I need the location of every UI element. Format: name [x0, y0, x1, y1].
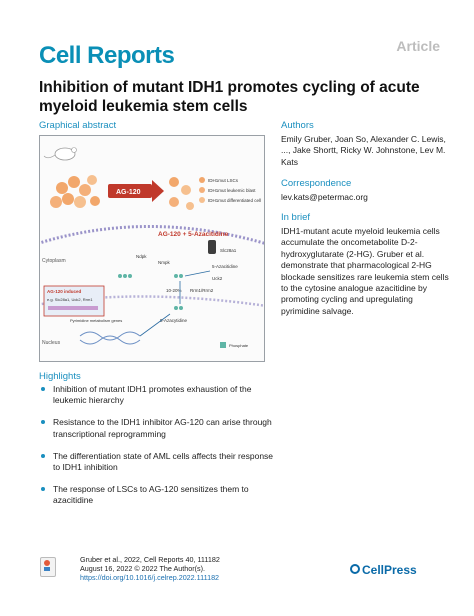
paper-title: Inhibition of mutant IDH1 promotes cycli… — [39, 79, 420, 115]
highlights-heading: Highlights — [39, 371, 81, 382]
legend-lsc: IDH1mut LSCs — [208, 178, 239, 183]
phosphate-chain — [118, 274, 183, 310]
highlight-item: The differentiation state of AML cells a… — [39, 451, 274, 473]
authors-list: Emily Gruber, Joan So, Alexander C. Lewi… — [281, 134, 446, 167]
highlight-text: Inhibition of mutant IDH1 promotes exhau… — [53, 384, 252, 406]
bullet-icon — [41, 420, 45, 425]
dna-helix — [79, 331, 141, 341]
graphical-abstract-heading: Graphical abstract — [39, 120, 117, 131]
highlight-text: Resistance to the IDH1 inhibitor AG-120 … — [53, 417, 272, 439]
cellpress-logo: CellPress — [362, 563, 417, 577]
check-for-updates-bar — [44, 567, 50, 571]
induced-box-title: AG-120 induced — [47, 289, 82, 294]
node-nmpk: Nmpk — [158, 260, 171, 265]
highlight-item: Inhibition of mutant IDH1 promotes exhau… — [39, 384, 274, 406]
cytoplasm-label: Cytoplasm — [42, 258, 66, 264]
in-brief-text: IDH1-mutant acute myeloid leukemia cells… — [281, 226, 449, 316]
graphical-abstract-svg: AG-120 IDH1mut LSCs IDH1mut leukemic bla… — [40, 147, 264, 348]
highlight-text: The response of LSCs to AG-120 sensitize… — [53, 484, 249, 506]
node-uck2: Uck2 — [212, 276, 223, 281]
correspondence-heading: Correspondence — [281, 178, 352, 189]
lysosome-bar — [48, 306, 98, 310]
correspondence-email[interactable]: lev.kats@petermac.org — [281, 192, 368, 202]
pathway-arrows — [139, 270, 211, 337]
doi-link[interactable]: https://doi.org/10.1016/j.celrep.2022.11… — [80, 573, 220, 583]
highlights-list: Inhibition of mutant IDH1 promotes exhau… — [39, 384, 274, 518]
mouse-illustration — [43, 147, 77, 161]
nucleus-label: Nucleus — [42, 340, 61, 346]
slc28a1-transporter — [208, 240, 216, 254]
cell-legend: IDH1mut LSCs IDH1mut leukemic blast IDH1… — [199, 177, 261, 203]
graphical-abstract-figure: AG-120 IDH1mut LSCs IDH1mut leukemic bla… — [39, 135, 265, 362]
authors-heading: Authors — [281, 120, 314, 131]
in-brief-heading: In brief — [281, 212, 311, 223]
dna-helix-strand — [79, 335, 141, 345]
leukemic-cell-cluster — [50, 175, 100, 208]
article-type-label: Article — [396, 38, 440, 54]
node-rrm: Rrm1/Rrm2 — [190, 288, 214, 293]
check-for-updates-dot — [44, 560, 50, 566]
journal-name: Cell Reports — [39, 42, 175, 69]
treated-cells — [169, 177, 194, 210]
node-percent: 10-20% — [166, 288, 182, 293]
ag120-arrow: AG-120 — [108, 180, 164, 202]
highlight-item: The response of LSCs to AG-120 sensitize… — [39, 484, 274, 506]
phosphate-legend-swatch — [220, 342, 226, 348]
node-azacitidine-entry: 5-Azacitidine — [212, 264, 238, 269]
node-azacytidine: 5-Azacytidine — [160, 318, 188, 323]
legend-differentiated: IDH1mut differentiated cell — [208, 198, 261, 203]
bullet-icon — [41, 453, 45, 458]
cell-membrane — [40, 225, 264, 245]
date-copyright-line: August 16, 2022 © 2022 The Author(s). — [80, 564, 206, 574]
highlight-text: The differentiation state of AML cells a… — [53, 450, 274, 473]
bullet-icon — [41, 387, 45, 391]
citation-line: Gruber et al., 2022, Cell Reports 40, 11… — [80, 555, 220, 564]
citation-footer: Gruber et al., 2022, Cell Reports 40, 11… — [80, 555, 220, 583]
node-ndpk: Ndpk — [136, 254, 147, 259]
highlight-item: Resistance to the IDH1 inhibitor AG-120 … — [39, 417, 274, 439]
induced-box — [43, 285, 105, 317]
legend-blast: IDH1mut leukemic blast — [208, 188, 256, 193]
phosphate-legend-label: Phosphate — [229, 343, 249, 348]
metabolism-label: Pyrimidine metabolism genes — [70, 318, 122, 323]
induced-genes: e.g. Slc28a1, Uck2, Rrm1 — [47, 297, 93, 302]
node-slc28a1: Slc28a1 — [220, 248, 237, 253]
cellpress-logo-icon — [350, 564, 360, 574]
bullet-icon — [41, 487, 45, 492]
ag120-label: AG-120 — [116, 189, 141, 196]
combo-label: AG-120 + 5-Azacitidine — [158, 231, 229, 238]
